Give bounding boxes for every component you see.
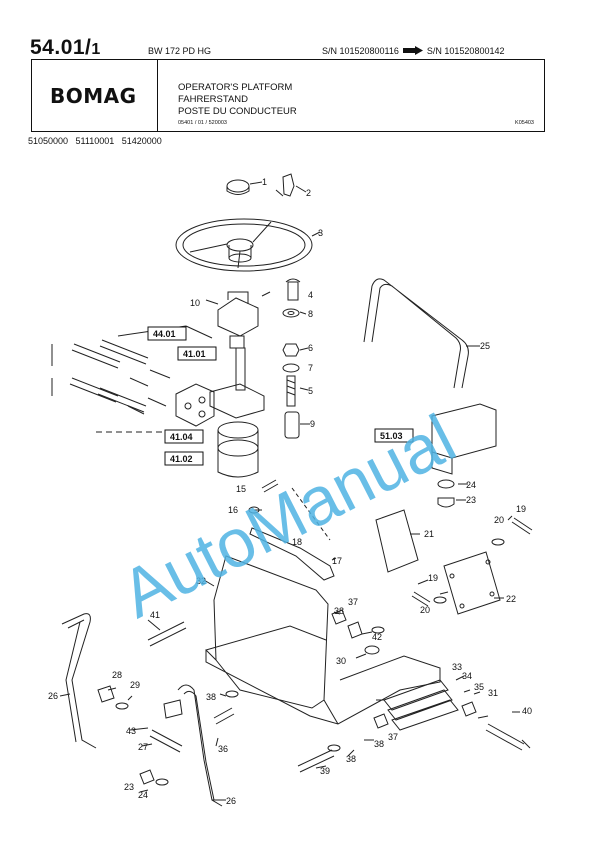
knob-drawing (275, 173, 295, 197)
callout-30: 30 (336, 656, 346, 666)
drawing-number: K05403 (515, 120, 534, 126)
ref-41-04: 41.04 (170, 432, 193, 442)
title-texts: OPERATOR'S PLATFORM FAHRERSTAND POSTE DU… (178, 82, 297, 118)
callout-7: 7 (308, 363, 313, 373)
rod-26-bottom-drawing (177, 684, 223, 807)
callout-27: 27 (138, 742, 148, 752)
callout-18: 18 (292, 537, 302, 547)
callout-37-upper: 37 (348, 597, 358, 607)
callout-32: 32 (196, 576, 206, 586)
part-codes: 51050000 51110001 51420000 (28, 136, 162, 146)
callout-34: 34 (462, 671, 472, 681)
callout-38-right: 38 (374, 739, 384, 749)
callout-3: 3 (318, 228, 323, 238)
rod-drawing (147, 621, 187, 647)
callout-24-bottom: 24 (138, 790, 148, 800)
callout-10: 10 (190, 298, 200, 308)
tube-frame-drawing (363, 278, 469, 389)
document-reference: 05401 / 01 / 520003 (178, 120, 227, 126)
title-block: BOMAG OPERATOR'S PLATFORM FAHRERSTAND PO… (31, 59, 545, 132)
callout-31: 31 (488, 688, 498, 698)
callout-23-right: 23 (466, 495, 476, 505)
model-designation: BW 172 PD HG (148, 46, 212, 56)
reference-boxes: 44.01 41.01 41.04 41.02 51.03 (147, 326, 414, 466)
ref-box-44-01 (147, 326, 187, 341)
callout-36: 36 (218, 744, 228, 754)
serial-range: S/N 101520800116 S/N 101520800142 (322, 46, 504, 56)
callout-16: 16 (228, 505, 238, 515)
title-german: FAHRERSTAND (178, 94, 249, 105)
callout-19-right: 19 (516, 504, 526, 514)
serial-from: S/N 101520800116 (322, 46, 399, 56)
callout-15: 15 (236, 484, 246, 494)
spacer-9-drawing (284, 411, 300, 439)
callout-4: 4 (308, 290, 313, 300)
bolt-15-drawing (261, 479, 279, 493)
page-number: 54.01/1 (30, 36, 101, 59)
brand-cell: BOMAG (32, 60, 158, 131)
callout-5: 5 (308, 386, 313, 396)
bolt-4-drawing (285, 278, 301, 301)
callout-28: 28 (112, 670, 122, 680)
callout-2: 2 (306, 188, 311, 198)
serial-to: S/N 101520800142 (426, 46, 505, 56)
hydraulic-fittings-drawing (51, 325, 215, 433)
housing-drawing (205, 555, 441, 725)
ref-box-41-01 (177, 346, 217, 361)
ref-box-51-03 (374, 428, 414, 443)
ref-51-03: 51.03 (380, 431, 403, 441)
rod-26-left-drawing (61, 613, 97, 749)
callout-19-center: 19 (428, 573, 438, 583)
callout-38-left: 38 (206, 692, 216, 702)
steering-wheel-drawing (175, 218, 313, 272)
callout-37-lower: 37 (388, 732, 398, 742)
callout-40: 40 (522, 706, 532, 716)
callout-42: 42 (372, 632, 382, 642)
nut-6-drawing (282, 343, 300, 357)
ref-41-01: 41.01 (183, 349, 206, 359)
stud-5-drawing (286, 375, 296, 407)
callout-20-right: 20 (494, 515, 504, 525)
ref-box-41-04 (164, 429, 204, 444)
arrow-right-icon (402, 46, 423, 55)
steering-column-drawing (209, 291, 265, 478)
ref-box-41-02 (164, 451, 204, 466)
callout-43: 43 (126, 726, 136, 736)
brand-logo: BOMAG (50, 84, 137, 108)
cap-drawing (226, 179, 250, 193)
callout-6: 6 (308, 343, 313, 353)
callout-8: 8 (308, 309, 313, 319)
callout-38-upper: 38 (334, 606, 344, 616)
plate-22-drawing (443, 551, 501, 615)
title-english: OPERATOR'S PLATFORM (178, 82, 293, 93)
callout-21: 21 (424, 529, 434, 539)
callout-29: 29 (130, 680, 140, 690)
callout-23-bottom: 23 (124, 782, 134, 792)
pads-drawing (383, 679, 459, 731)
bolt-40-drawing (485, 723, 531, 751)
callout-26-left: 26 (48, 691, 58, 701)
callout-39: 39 (320, 766, 330, 776)
callout-35: 35 (474, 682, 484, 692)
callout-38-bottom: 38 (346, 754, 356, 764)
callout-labels: 1 2 3 4 5 6 7 8 9 10 15 16 17 18 19 19 2… (48, 177, 532, 806)
ref-41-02: 41.02 (170, 454, 193, 464)
callout-9: 9 (310, 419, 315, 429)
lever-drawing (249, 527, 335, 581)
watermark-text: AutoManual (109, 400, 467, 632)
callout-24-right: 24 (466, 480, 476, 490)
callout-26-bottom: 26 (226, 796, 236, 806)
callout-22: 22 (506, 594, 516, 604)
callout-25: 25 (480, 341, 490, 351)
ref-44-01: 44.01 (153, 329, 176, 339)
console-drawing (431, 403, 497, 475)
callout-1: 1 (262, 177, 267, 187)
callout-17: 17 (332, 556, 342, 566)
callout-33: 33 (452, 662, 462, 672)
callout-41: 41 (150, 610, 160, 620)
plate-21-drawing (375, 509, 419, 573)
callout-20-center: 20 (420, 605, 430, 615)
title-french: POSTE DU CONDUCTEUR (178, 106, 297, 117)
